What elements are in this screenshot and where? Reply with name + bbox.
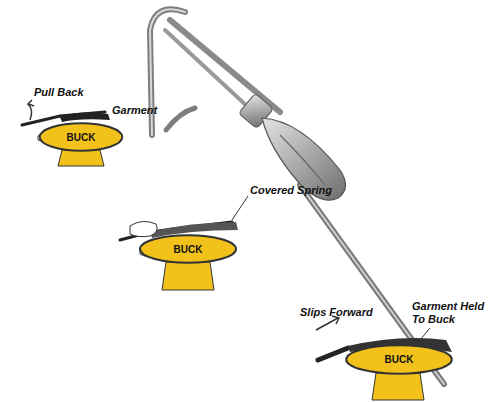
buck-label: BUCK — [385, 354, 414, 365]
buck-label: BUCK — [67, 132, 96, 143]
step-three-sketch — [316, 316, 452, 400]
buck-shape: BUCK — [38, 122, 124, 152]
spring-clip-tool — [150, 9, 444, 384]
callout-label: Pull Back — [34, 86, 84, 99]
buck-label: BUCK — [174, 244, 203, 255]
callout-label: Covered Spring — [250, 184, 332, 197]
buck-shape: BUCK — [138, 234, 238, 264]
callout-label: Slips Forward — [300, 306, 373, 319]
step-two-sketch — [120, 196, 248, 290]
buck-shape: BUCK — [344, 344, 454, 375]
callout-label: Garment — [112, 104, 157, 117]
callout-label: Garment Held To Buck — [412, 300, 496, 325]
